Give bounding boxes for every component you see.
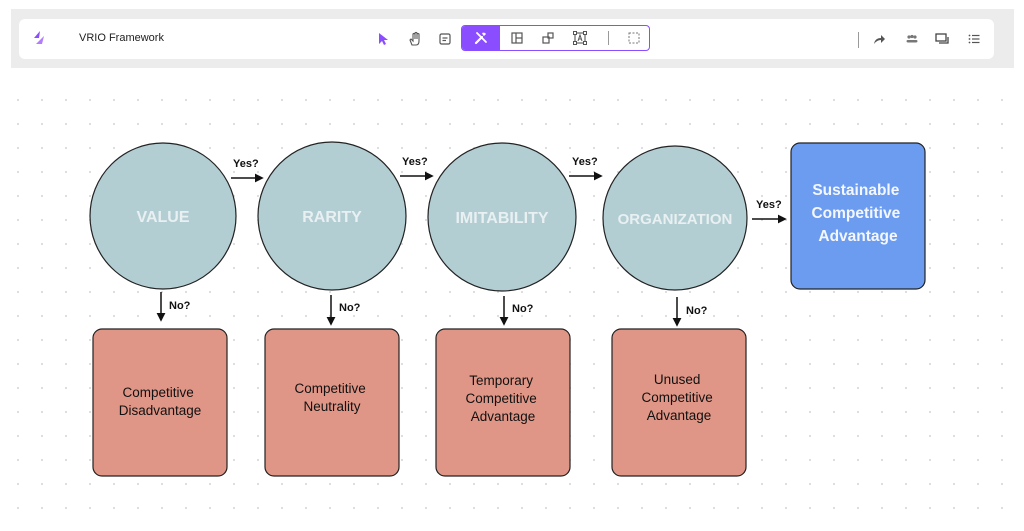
yes-label: Yes? xyxy=(756,199,782,211)
circle-label-value: VALUE xyxy=(136,209,189,226)
circle-label-imitability: IMITABILITY xyxy=(455,210,548,227)
no-arrow-1: No? xyxy=(156,292,191,322)
final-text-line: Advantage xyxy=(818,228,898,245)
no-arrow-3: No? xyxy=(499,296,534,326)
frame-select-icon[interactable] xyxy=(622,26,646,50)
app-logo-icon[interactable] xyxy=(30,29,50,49)
right-separator xyxy=(858,32,859,48)
menu-icon[interactable] xyxy=(962,27,986,51)
final-text-line: Competitive xyxy=(811,205,900,222)
outcome-text-line: Competitive xyxy=(122,385,193,400)
people-icon[interactable] xyxy=(900,27,924,51)
circle-imitability[interactable]: IMITABILITY xyxy=(427,142,577,292)
yes-label: Yes? xyxy=(402,156,428,168)
board-title[interactable]: VRIO Framework xyxy=(79,32,164,44)
no-label: No? xyxy=(686,305,708,317)
share-icon[interactable] xyxy=(867,27,891,51)
yes-label: Yes? xyxy=(233,158,259,170)
outcome-text-line: Competitive xyxy=(641,390,712,405)
yes-label: Yes? xyxy=(572,156,598,168)
yes-arrow-2: Yes? xyxy=(400,156,434,181)
outcome-box-4[interactable]: Unused Competitive Advantage xyxy=(611,328,747,477)
circle-label-rarity: RARITY xyxy=(302,209,362,226)
outcome-text-line: Temporary xyxy=(469,373,533,388)
select-icon[interactable] xyxy=(371,27,395,51)
outcome-text-line: Competitive xyxy=(294,381,365,396)
shapes-icon[interactable] xyxy=(536,26,560,50)
outcome-text-line: Unused xyxy=(654,372,701,387)
group-separator xyxy=(608,31,609,45)
final-text-line: Sustainable xyxy=(812,182,899,199)
tools-icon[interactable] xyxy=(469,26,493,50)
outcome-text-line: Competitive xyxy=(465,391,536,406)
outcome-box-1[interactable]: Competitive Disadvantage xyxy=(92,328,228,477)
circle-label-organization: ORGANIZATION xyxy=(618,211,733,228)
comments-icon[interactable] xyxy=(930,27,954,51)
layout-icon[interactable] xyxy=(505,26,529,50)
no-label: No? xyxy=(169,300,191,312)
yes-arrow-1: Yes? xyxy=(231,158,264,183)
svg-text:Sustainable Competitive: Sustainable Competitive Advantage xyxy=(811,182,904,245)
circle-value[interactable]: VALUE xyxy=(89,142,237,290)
yes-arrow-3: Yes? xyxy=(569,156,603,181)
circle-organization[interactable]: ORGANIZATION xyxy=(602,145,748,291)
no-label: No? xyxy=(339,302,361,314)
no-arrow-2: No? xyxy=(326,295,361,326)
hand-icon[interactable] xyxy=(403,27,427,51)
outcome-text-line: Advantage xyxy=(647,408,712,423)
outcome-text-line: Disadvantage xyxy=(119,403,202,418)
svg-text:Competitive Disadvantage: Competitive Disadvantage xyxy=(119,385,202,418)
yes-arrow-4: Yes? xyxy=(752,199,787,224)
no-label: No? xyxy=(512,303,534,315)
no-arrow-4: No? xyxy=(672,297,708,327)
outcome-text-line: Neutrality xyxy=(303,399,360,414)
outcome-box-2[interactable]: Competitive Neutrality xyxy=(264,328,400,477)
note-icon[interactable] xyxy=(433,27,457,51)
text-frame-icon[interactable] xyxy=(568,26,592,50)
tool-group xyxy=(461,25,650,51)
outcome-text-line: Advantage xyxy=(471,409,536,424)
outcome-box-3[interactable]: Temporary Competitive Advantage xyxy=(435,328,571,477)
svg-text:Unused Competitive: Unused Competitive Advantage xyxy=(641,372,716,423)
circle-rarity[interactable]: RARITY xyxy=(257,141,407,291)
final-box-sustainable[interactable]: Sustainable Competitive Advantage xyxy=(790,142,926,290)
svg-text:Temporary Competitive: Temporary Competitive Advantage xyxy=(465,373,540,424)
svg-text:Competitive Neutrality: Competitive Neutrality xyxy=(294,381,369,414)
toolbar: VRIO Framework xyxy=(19,19,994,59)
